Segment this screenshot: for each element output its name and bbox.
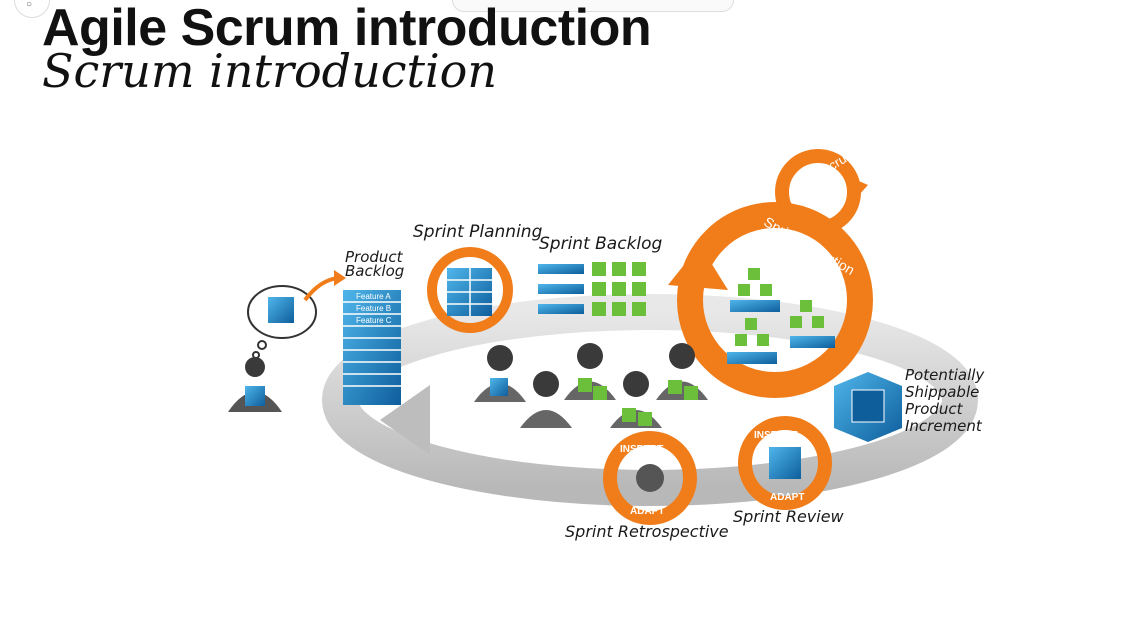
increment-cube-icon xyxy=(834,372,902,442)
slide-subtitle: Scrum introduction xyxy=(42,44,497,98)
sprint-planning-icon xyxy=(427,247,513,333)
product-backlog-label: Product Backlog xyxy=(345,248,405,280)
sprint-backlog-label: Sprint Backlog xyxy=(539,234,663,254)
sprint-review-label: Sprint Review xyxy=(733,507,844,526)
review-inspect-text: INSPECT xyxy=(754,430,797,441)
increment-line-4: Increment xyxy=(905,417,982,435)
feature-b-label: Feature B xyxy=(356,304,391,313)
sprint-retrospective-label: Sprint Retrospective xyxy=(565,522,729,541)
retrospective-inspect-adapt: INSPECT ADAPT xyxy=(603,431,697,525)
feature-a-label: Feature A xyxy=(356,292,391,301)
review-inspect-adapt: INSPECT ADAPT xyxy=(738,416,832,510)
review-adapt-text: ADAPT xyxy=(770,492,804,503)
idea-cube-icon xyxy=(268,297,294,323)
retro-inspect-text: INSPECT xyxy=(620,444,663,455)
increment-line-3: Product xyxy=(905,400,963,418)
nav-circle-glyph: ○ xyxy=(26,0,33,10)
increment-line-2: Shippable xyxy=(905,383,980,401)
sprint-backlog-grid xyxy=(538,262,646,316)
sprint-execution-loop xyxy=(668,149,873,398)
gear-icon xyxy=(636,464,664,492)
scrum-team xyxy=(474,343,708,428)
increment-label: Potentially Shippable Product Increment xyxy=(905,367,984,435)
retro-adapt-text: ADAPT xyxy=(630,506,664,517)
slide-title: Agile Scrum introduction xyxy=(42,0,652,57)
execution-task-boards xyxy=(727,268,835,364)
sprint-planning-label: Sprint Planning xyxy=(413,222,543,242)
product-backlog-stack: Feature A Feature B Feature C xyxy=(343,290,401,405)
feature-c-label: Feature C xyxy=(356,316,392,325)
product-owner-figure xyxy=(228,285,317,412)
increment-line-1: Potentially xyxy=(905,366,985,384)
